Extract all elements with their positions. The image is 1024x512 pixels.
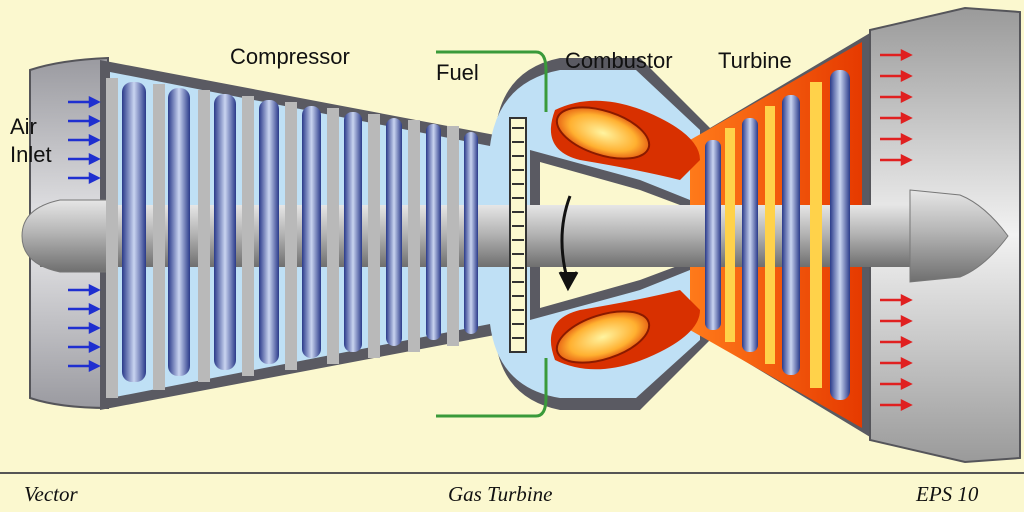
tail-cone [909,189,1009,283]
label-compressor: Compressor [230,44,350,69]
combustor-top [550,100,700,180]
footer-title: Gas Turbine [448,482,553,506]
compressor-blades [122,82,478,382]
compressor-stages [106,78,459,398]
inlet-arrow-icon [68,95,101,373]
label-combustor: Combustor [565,48,673,73]
label-air: Air [10,114,37,139]
caption-bar: Vector Gas Turbine EPS 10 [0,472,1024,512]
rotation-arrow-icon [558,195,579,292]
turbine-stages [705,70,850,400]
footer-left: Vector [24,482,78,506]
exhaust-arrow-icon [880,48,913,412]
label-inlet: Inlet [10,142,52,167]
combustor-bottom [550,290,700,370]
footer-right: EPS 10 [916,482,979,506]
diffuser [509,117,527,353]
label-turbine: Turbine [718,48,792,73]
nose-cone [21,199,111,273]
turbine-illustration [21,6,1021,464]
label-fuel: Fuel [436,60,479,85]
fuel-lines [436,50,548,418]
